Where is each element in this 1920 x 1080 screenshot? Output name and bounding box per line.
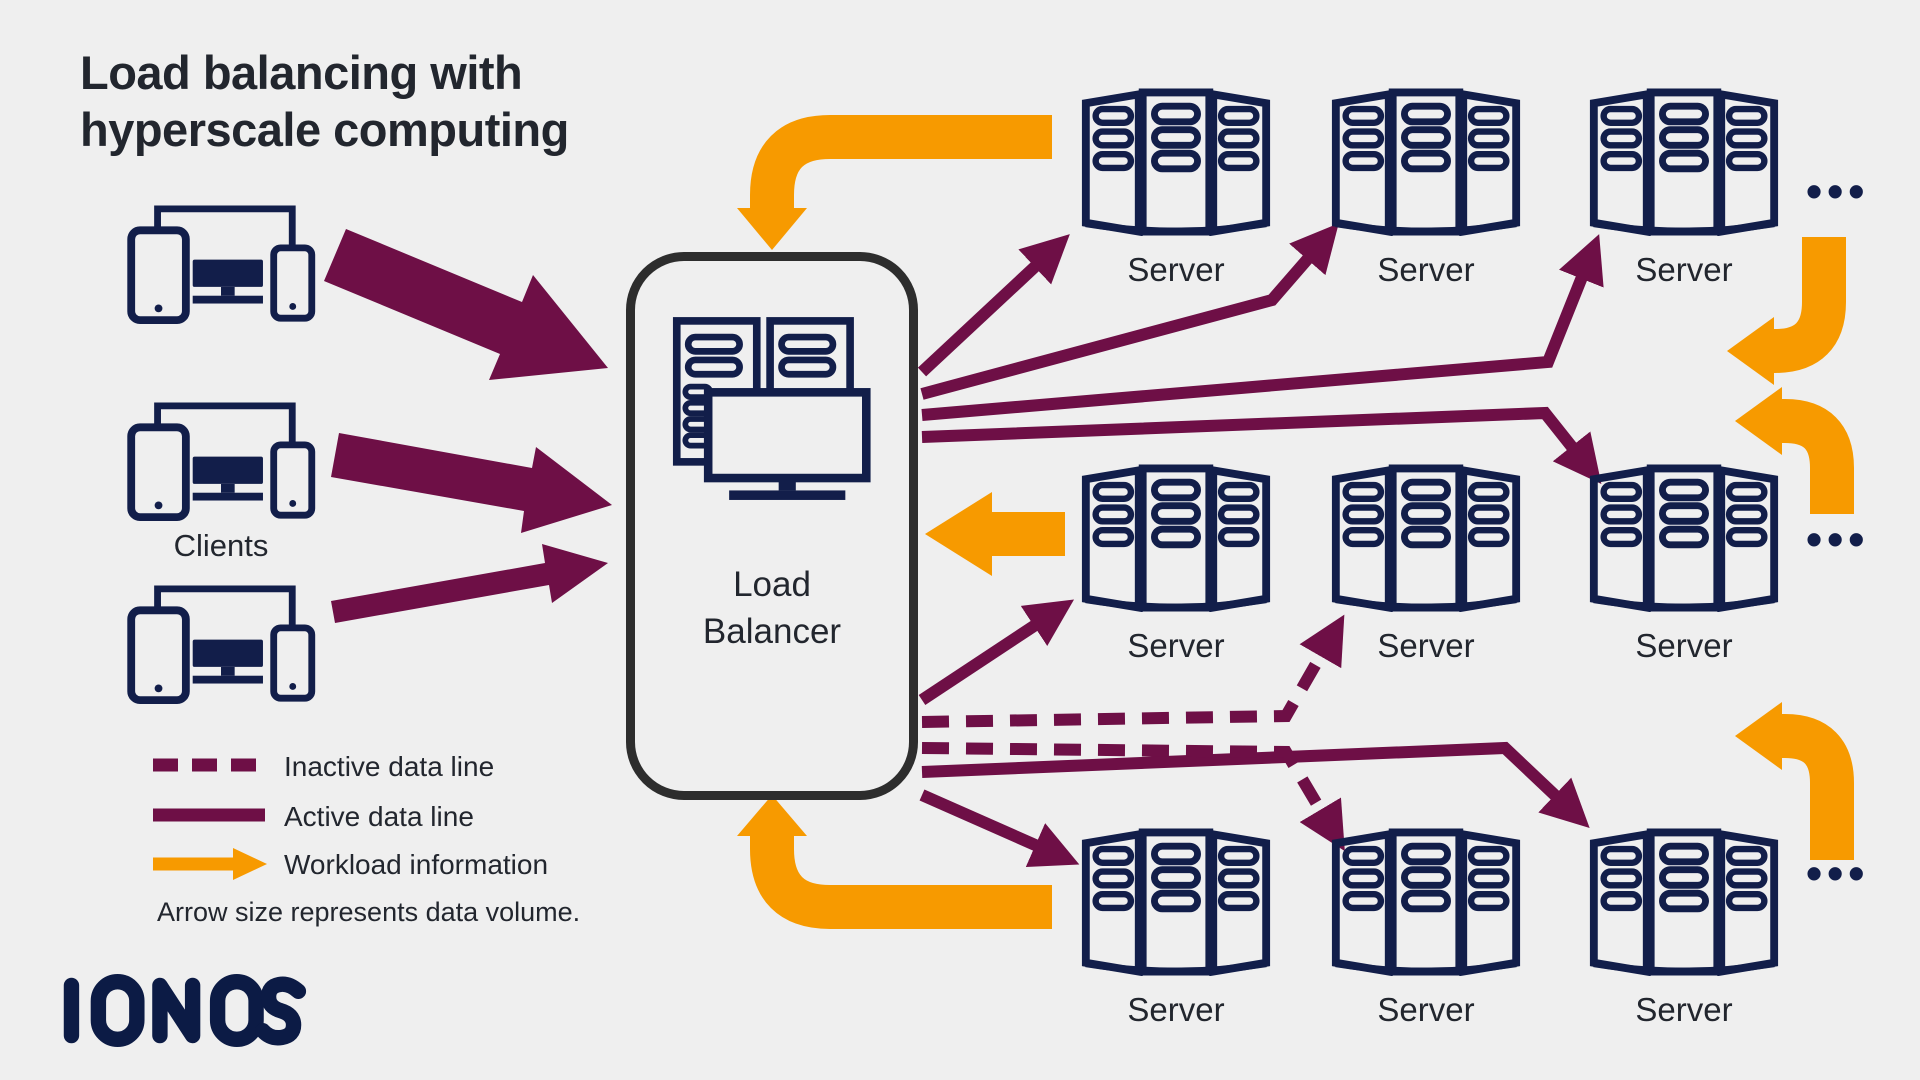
title-line-1: Load balancing with: [80, 46, 523, 99]
server-rack-icon: [1078, 88, 1274, 236]
server-node: Server: [1328, 464, 1524, 665]
server-label: Server: [1635, 251, 1733, 288]
client-devices-icon: [126, 583, 316, 705]
logo-letter-o2: [209, 973, 264, 1048]
server-rack-icon: [1586, 464, 1782, 612]
server-label: Server: [1127, 627, 1225, 664]
more-servers-indicator: •••: [1806, 165, 1870, 217]
inactive-data-lines: [921, 614, 1345, 852]
more-servers-indicator: •••: [1806, 513, 1870, 565]
client-arrow-medium: [331, 433, 612, 533]
load-balancer-box: [626, 252, 918, 800]
title-line-2: hyperscale computing: [80, 103, 569, 157]
server-rack-icon: [1328, 828, 1524, 976]
server-node: Server: [1078, 88, 1274, 289]
server-label: Server: [1127, 991, 1225, 1028]
more-servers-indicator: •••: [1806, 847, 1870, 899]
ionos-logo: IONOS: [63, 973, 307, 1048]
server-rack-icon: [1328, 88, 1524, 236]
server-label: Server: [1377, 251, 1475, 288]
server-node: Server: [1586, 88, 1782, 289]
client-arrow-large: [324, 229, 608, 380]
server-node: Server: [1586, 828, 1782, 1029]
load-balancer-icon: [672, 316, 872, 502]
legend-inactive-label: Inactive data line: [284, 751, 495, 782]
server-node: Server: [1328, 828, 1524, 1029]
server-rack-icon: [1586, 828, 1782, 976]
workload-arrowhead: [233, 848, 267, 880]
legend-note: Arrow size represents data volume.: [157, 897, 581, 927]
clients-label: Clients: [173, 528, 269, 563]
server-label: Server: [1635, 991, 1733, 1028]
workload-arrows: [737, 115, 1854, 929]
legend-swatches: [153, 758, 267, 880]
server-label: Server: [1127, 251, 1225, 288]
server-rack-icon: [1586, 88, 1782, 236]
load-balancer-label-line-1: Load: [733, 565, 811, 604]
server-rack-icon: [1078, 828, 1274, 976]
server-node: Server: [1078, 464, 1274, 665]
server-label: Server: [1377, 627, 1475, 664]
legend-active-label: Active data line: [284, 801, 474, 832]
logo-letter-s: [255, 976, 307, 1046]
legend-workload-label: Workload information: [284, 849, 549, 880]
client-arrow-small: [331, 544, 608, 623]
active-data-lines: [917, 223, 1604, 868]
server-node: Server: [1328, 88, 1524, 289]
server-node: Server: [1586, 464, 1782, 665]
server-rack-icon: [1078, 464, 1274, 612]
client-devices-icon: [126, 203, 316, 325]
load-balancer-label: Load Balancer: [626, 562, 918, 656]
client-devices-icon: [126, 400, 316, 522]
logo-letter-o1: [90, 973, 145, 1048]
logo-letter-n: [152, 977, 201, 1044]
server-node: Server: [1078, 828, 1274, 1029]
server-label: Server: [1635, 627, 1733, 664]
server-rack-icon: [1328, 464, 1524, 612]
load-balancer-label-line-2: Balancer: [702, 611, 842, 651]
page-title: Load balancing with hyperscale computing: [80, 44, 760, 159]
server-label: Server: [1377, 991, 1475, 1028]
